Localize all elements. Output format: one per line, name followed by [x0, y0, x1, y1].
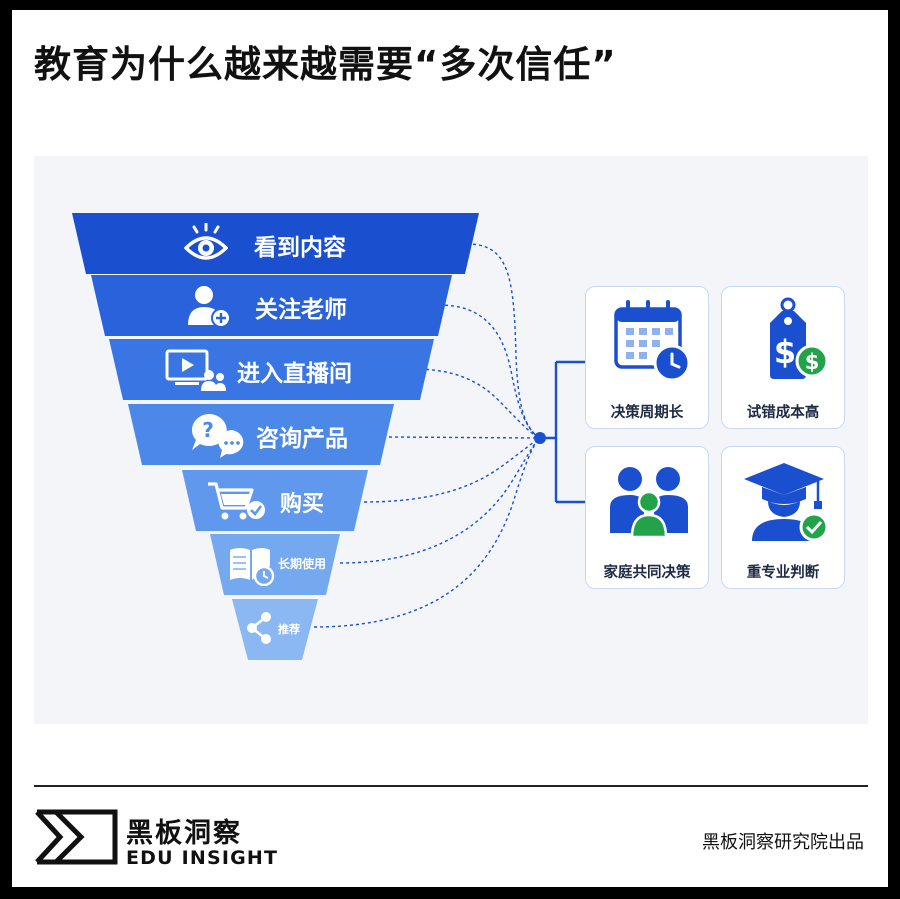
factor-card-family-decision: 家庭共同决策 — [585, 446, 709, 589]
graduate-check-icon — [744, 463, 829, 542]
footer-divider — [34, 785, 868, 787]
price-tag-dollar-icon: $ $ — [770, 297, 829, 379]
svg-text:$: $ — [805, 350, 820, 374]
factor-label: 试错成本高 — [746, 405, 820, 421]
factor-card-professional-judgment: 重专业判断 — [721, 446, 845, 589]
funnel-band-7 — [232, 599, 318, 660]
funnel-band-1 — [72, 213, 479, 274]
factor-label: 重专业判断 — [746, 565, 820, 581]
funnel-stage-4: ? 咨询产品 — [128, 404, 394, 465]
brand-name-en: EDU INSIGHT — [126, 847, 279, 869]
book-clock-icon — [228, 544, 276, 590]
family-icon — [610, 467, 688, 539]
trust-funnel-diagram: 看到内容 关注老师 — [34, 156, 868, 724]
factor-label: 决策周期长 — [610, 405, 684, 421]
funnel-stage-2: 关注老师 — [91, 275, 452, 336]
calendar-clock-icon — [614, 300, 691, 382]
page-title: 教育为什么越来越需要“多次信任” — [34, 43, 617, 86]
svg-text:?: ? — [202, 418, 214, 442]
funnel-stage-label: 推荐 — [278, 623, 300, 636]
share-icon — [244, 611, 274, 649]
credit-text: 黑板洞察研究院出品 — [702, 832, 864, 853]
funnel-stage-label: 购买 — [280, 492, 325, 517]
eye-icon — [183, 222, 229, 267]
funnel-stage-label: 进入直播间 — [237, 361, 352, 387]
live-stream-icon — [165, 349, 227, 395]
user-plus-icon — [186, 283, 232, 333]
funnel-stage-6: 长期使用 — [210, 534, 340, 595]
funnel-band-5 — [182, 470, 368, 531]
funnel-stage-label: 咨询产品 — [256, 426, 348, 452]
funnel-stage-label: 关注老师 — [255, 297, 347, 323]
funnel-stage-5: 购买 — [182, 470, 368, 531]
edu-insight-logo-icon — [35, 809, 118, 865]
factor-card-trial-cost: $ $ 试错成本高 — [721, 286, 845, 429]
funnel-stage-7: 推荐 — [232, 599, 318, 660]
funnel-stage-1: 看到内容 — [72, 213, 479, 274]
brand-name-cn: 黑板洞察 — [126, 818, 242, 849]
funnel-stage-label: 看到内容 — [254, 235, 346, 261]
svg-text:$: $ — [774, 333, 796, 371]
factor-label: 家庭共同决策 — [603, 565, 691, 581]
funnel-band-4 — [128, 404, 394, 465]
cart-check-icon — [206, 480, 268, 528]
funnel-band-2 — [91, 275, 452, 336]
poster: 教育为什么越来越需要“多次信任” — [12, 10, 888, 887]
funnel-stage-3: 进入直播间 — [109, 339, 434, 400]
factor-card-decision-cycle: 决策周期长 — [585, 286, 709, 429]
connector-lines — [313, 243, 585, 628]
funnel-stage-label: 长期使用 — [278, 557, 327, 571]
question-chat-icon: ? — [188, 412, 248, 462]
